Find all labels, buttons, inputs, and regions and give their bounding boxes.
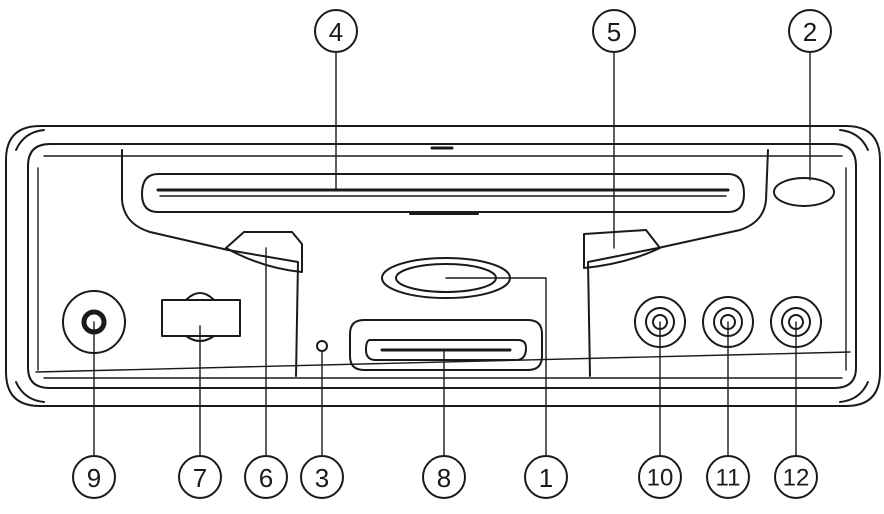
callout-11-label: 11 <box>716 465 741 492</box>
reset-hole <box>316 340 328 352</box>
disc-slot <box>141 173 745 213</box>
leader-line-1 <box>445 277 547 457</box>
callout-12-label: 12 <box>783 465 810 492</box>
panel-lower-edge <box>35 351 851 373</box>
callout-3-bubble <box>300 455 344 499</box>
center-raised-panel-right <box>587 149 769 377</box>
center-raised-panel <box>121 149 299 377</box>
callout-4-bubble <box>314 9 358 53</box>
callout-5-label: 5 <box>607 17 621 47</box>
callout-4-label: 4 <box>329 17 343 47</box>
connector-socket <box>365 339 527 361</box>
callout-9-label: 9 <box>87 463 101 493</box>
bezel-corner-trim-tl <box>15 129 45 151</box>
sensor-dome <box>185 292 215 301</box>
callout-3-label: 3 <box>315 463 329 493</box>
sensor-window <box>161 299 241 337</box>
bezel-corner-trim-br <box>839 381 869 403</box>
right-angled-button <box>583 229 661 269</box>
connector-housing <box>349 319 543 371</box>
bezel-corner-trim-bl <box>15 381 45 403</box>
callout-7-label: 7 <box>193 463 207 493</box>
callout-2-label: 2 <box>803 17 817 47</box>
callout-1-bubble <box>524 455 568 499</box>
callout-1-label: 1 <box>539 463 553 493</box>
callout-8-bubble <box>422 455 466 499</box>
bezel-corner-trim-tr <box>839 129 869 151</box>
callout-7-bubble <box>178 455 222 499</box>
callout-10-bubble <box>638 455 682 499</box>
outer-bezel <box>5 125 881 407</box>
callout-8-label: 8 <box>437 463 451 493</box>
callout-11-bubble <box>706 455 750 499</box>
callout-6-bubble <box>244 455 288 499</box>
callout-6-label: 6 <box>259 463 273 493</box>
callout-9-bubble <box>72 455 116 499</box>
faceplate <box>27 143 857 389</box>
left-angled-button <box>225 231 303 273</box>
callout-2-bubble <box>788 9 832 53</box>
callout-5-bubble <box>592 9 636 53</box>
callout-10-label: 10 <box>647 465 674 492</box>
small-oval-button <box>773 177 835 207</box>
callout-12-bubble <box>774 455 818 499</box>
